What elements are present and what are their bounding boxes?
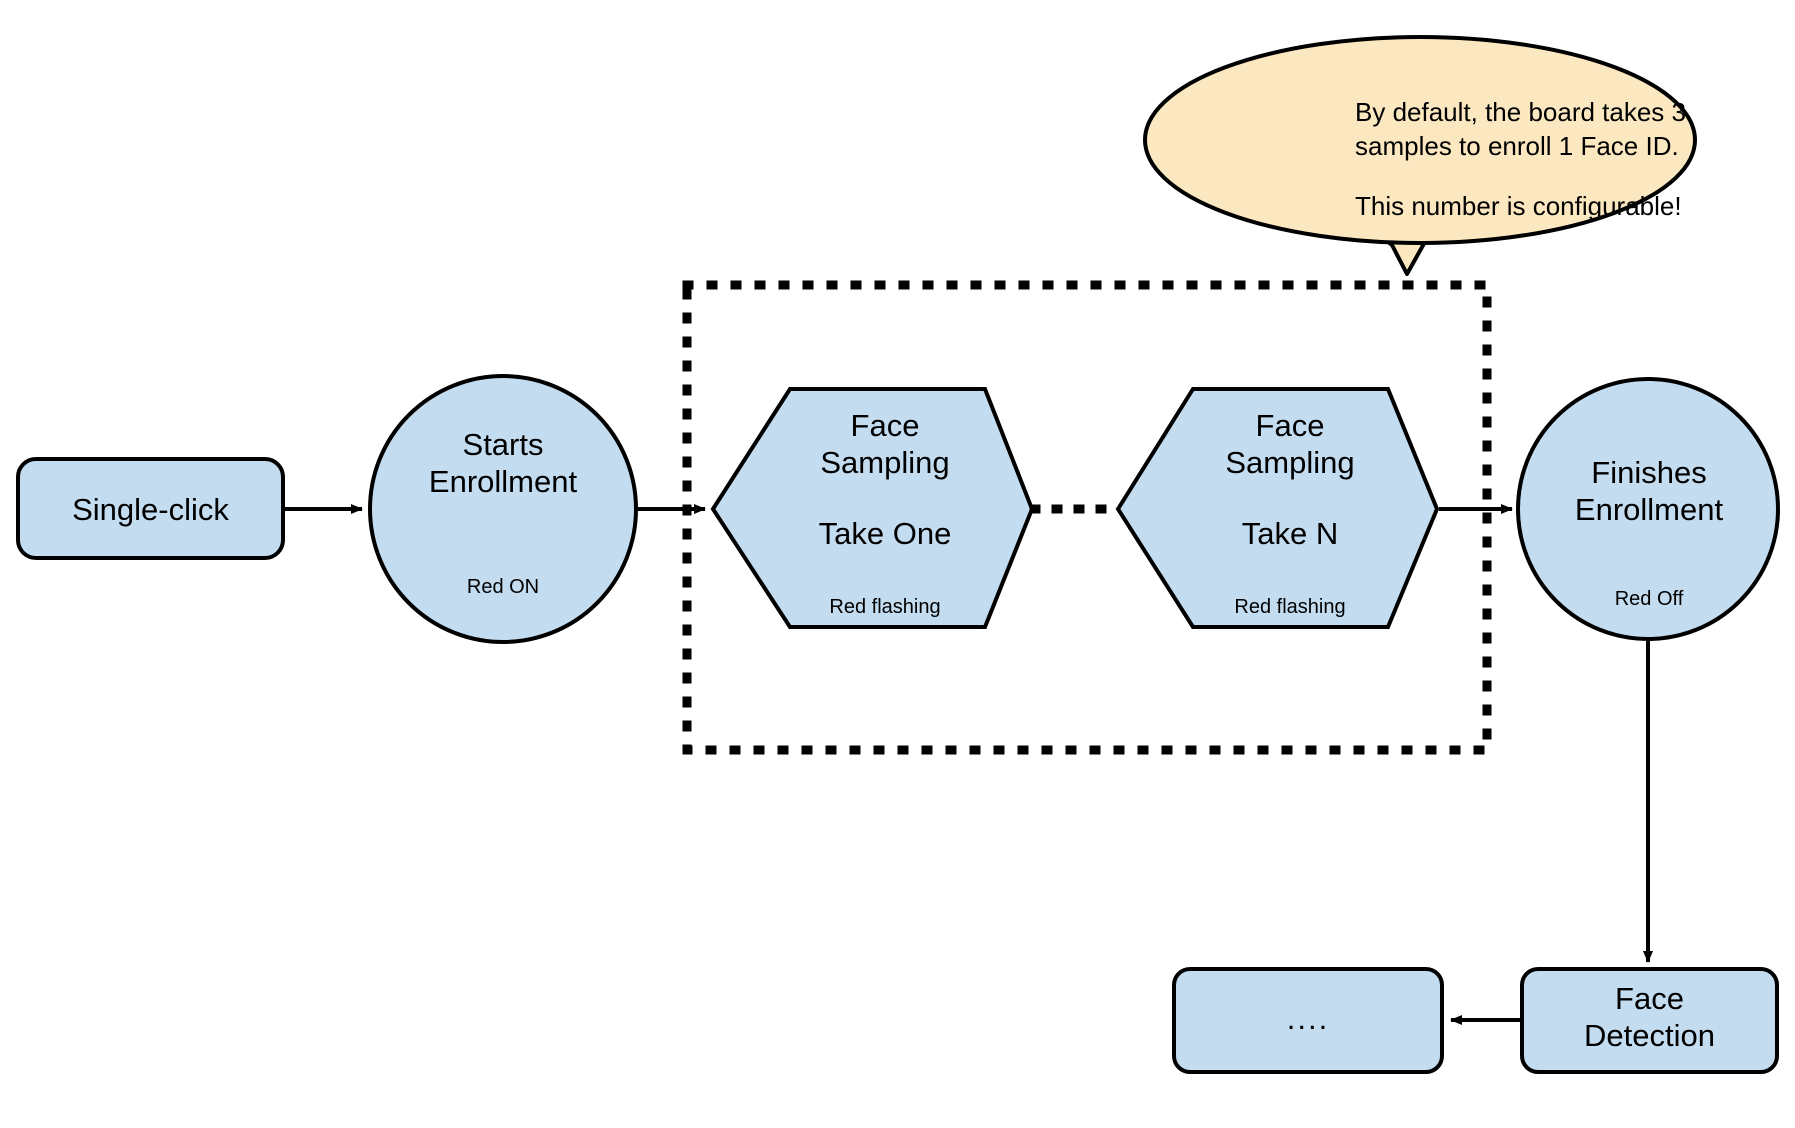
node-finishes-enrollment-shape[interactable] bbox=[1516, 377, 1780, 641]
callout-bubble bbox=[1143, 35, 1697, 245]
node-face-detection-shape[interactable] bbox=[1520, 967, 1779, 1074]
node-face-sampling-n-shape[interactable] bbox=[1115, 387, 1440, 629]
node-more-steps-shape[interactable] bbox=[1172, 967, 1444, 1074]
node-starts-enrollment-shape[interactable] bbox=[368, 374, 638, 644]
node-single-click-shape[interactable] bbox=[16, 457, 285, 560]
sampling-group-box bbox=[682, 280, 1492, 755]
node-face-sampling-one-shape[interactable] bbox=[710, 387, 1035, 629]
